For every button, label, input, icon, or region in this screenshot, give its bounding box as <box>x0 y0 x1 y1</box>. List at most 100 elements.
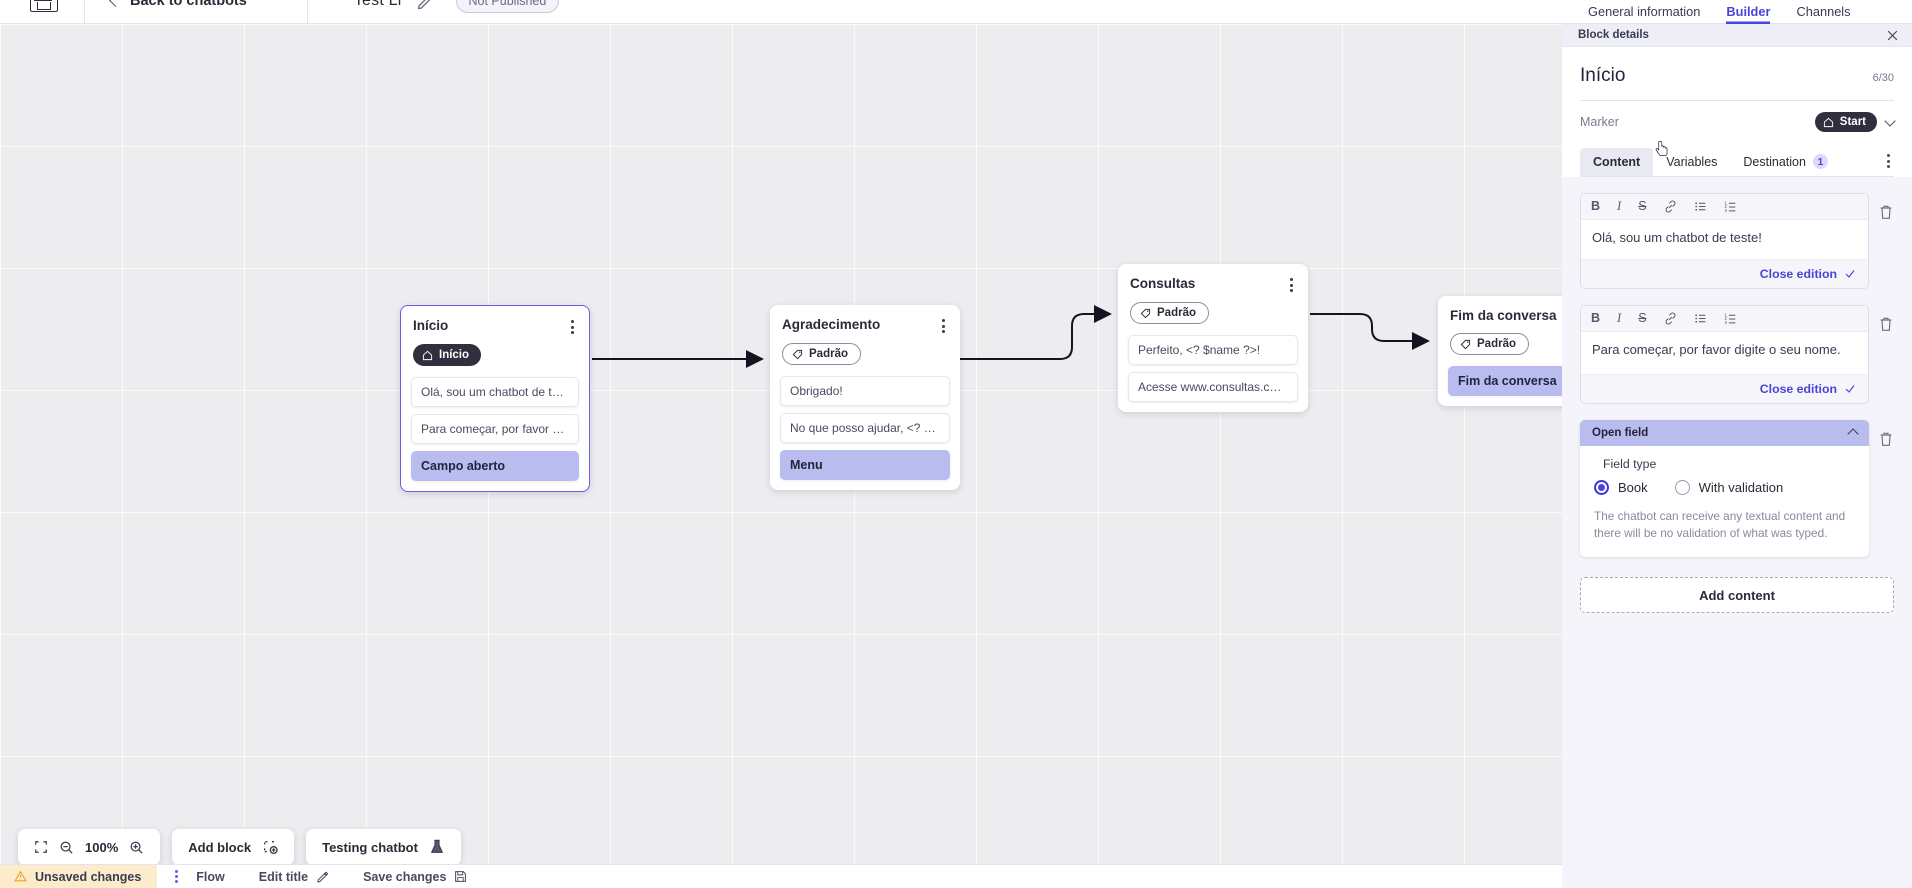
zoom-in-icon[interactable] <box>129 840 144 855</box>
flow-node-agradecimento[interactable]: Agradecimento Padrão Obrigado! No que po… <box>770 305 960 490</box>
kebab-menu-icon[interactable] <box>175 870 179 883</box>
tab-destination[interactable]: Destination 1 <box>1730 147 1841 176</box>
open-field-body: Field type Book With validation The chat… <box>1580 446 1869 557</box>
flow-node-inicio[interactable]: Início Início Olá, sou um chatbot de tes… <box>400 305 590 492</box>
numbered-list-icon[interactable]: 1 2 3 <box>1724 312 1737 325</box>
tab-variables[interactable]: Variables <box>1666 155 1718 169</box>
status-bar: Unsaved changes Flow Edit title Save cha… <box>0 864 1562 888</box>
check-icon <box>1845 384 1855 393</box>
flow-node-fim-da-conversa[interactable]: Fim da conversa Padrão Fim da conversa <box>1438 296 1562 406</box>
link-icon[interactable] <box>1664 200 1677 213</box>
kebab-menu-icon[interactable] <box>936 315 950 333</box>
node-tag-padrao: Padrão <box>1130 302 1209 324</box>
edit-title-button[interactable]: Edit title <box>259 870 329 884</box>
chevron-left-icon <box>109 0 122 7</box>
flow-node-consultas[interactable]: Consultas Padrão Perfeito, <? $name ?>! … <box>1118 264 1308 412</box>
content-editor-list: B I S 1 2 3 <box>1562 193 1912 558</box>
italic-button[interactable]: I <box>1617 311 1622 326</box>
editor-text[interactable]: Para começar, por favor digite o seu nom… <box>1592 341 1841 357</box>
tab-channels[interactable]: Channels <box>1796 4 1851 19</box>
bullet-list-icon[interactable] <box>1694 312 1707 325</box>
zoom-out-icon[interactable] <box>59 840 74 855</box>
bold-button[interactable]: B <box>1591 199 1601 214</box>
pencil-icon[interactable] <box>416 0 434 10</box>
node-tag-padrao: Padrão <box>1450 333 1529 355</box>
kebab-menu-icon[interactable] <box>565 316 579 334</box>
kebab-menu-icon[interactable] <box>1883 146 1894 176</box>
rich-text-editor[interactable]: B I S 1 2 3 <box>1580 193 1869 289</box>
add-block-button[interactable]: Add block <box>172 829 295 864</box>
marker-start-pill[interactable]: Start <box>1814 112 1877 132</box>
tag-icon <box>1460 339 1471 349</box>
canvas-toolbar: 100% Add block Testing chatbot <box>18 829 461 864</box>
node-message-highlighted[interactable]: Campo aberto <box>411 451 579 481</box>
fit-screen-icon[interactable] <box>34 840 48 854</box>
node-message[interactable]: No que posso ajudar, <? $name ... <box>780 413 950 443</box>
node-tag-inicio: Início <box>413 344 482 366</box>
editor-text[interactable]: Olá, sou um chatbot de teste! <box>1592 230 1762 245</box>
svg-text:3: 3 <box>1724 208 1727 213</box>
tab-builder[interactable]: Builder <box>1726 0 1770 24</box>
edit-title-label: Edit title <box>258 869 309 884</box>
open-field-header[interactable]: Open field <box>1580 419 1869 446</box>
bold-button[interactable]: B <box>1591 311 1601 326</box>
add-content-button[interactable]: Add content <box>1580 577 1894 614</box>
trash-icon[interactable] <box>1878 315 1894 333</box>
rich-text-editor[interactable]: B I S 1 2 3 <box>1580 304 1869 404</box>
home-icon <box>1823 117 1833 127</box>
add-block-icon <box>264 841 278 854</box>
testing-chatbot-button[interactable]: Testing chatbot <box>306 829 461 864</box>
zoom-level: 100% <box>85 839 119 855</box>
strikethrough-button[interactable]: S <box>1638 311 1647 326</box>
add-block-label: Add block <box>188 839 252 855</box>
close-edition-button[interactable]: Close edition <box>1759 381 1837 396</box>
back-to-chatbots-button[interactable]: Back to chatbots <box>109 0 247 9</box>
bullet-list-icon[interactable] <box>1694 200 1707 213</box>
panel-header: Block details <box>1562 24 1912 47</box>
flow-edges <box>592 305 1430 368</box>
radio-with-validation[interactable] <box>1674 479 1690 495</box>
editor-footer: Close edition <box>1581 373 1868 403</box>
tab-general-information[interactable]: General information <box>1588 4 1701 19</box>
close-edition-button[interactable]: Close edition <box>1759 266 1837 281</box>
svg-text:2: 2 <box>1724 204 1727 209</box>
svg-text:1: 1 <box>1724 200 1727 205</box>
node-message-highlighted[interactable]: Menu <box>780 450 950 480</box>
panel-body: Início 6/30 Marker Start Content <box>1562 47 1912 177</box>
node-message-highlighted[interactable]: Fim da conversa <box>1448 366 1562 396</box>
flow-button[interactable]: Flow <box>196 870 224 884</box>
chevron-down-icon[interactable] <box>1884 114 1896 127</box>
marker-control[interactable]: Start <box>1814 112 1896 132</box>
open-field-card[interactable]: Open field Field type Book With validati… <box>1580 419 1869 558</box>
node-message[interactable]: Perfeito, <? $name ?>! <box>1128 335 1298 365</box>
flow-canvas[interactable]: Início Início Olá, sou um chatbot de tes… <box>0 24 1562 864</box>
close-icon[interactable] <box>1886 29 1899 42</box>
node-message[interactable]: Olá, sou um chatbot de teste! <box>411 377 579 407</box>
trash-icon[interactable] <box>1878 203 1894 221</box>
save-changes-button[interactable]: Save changes <box>363 870 467 884</box>
node-message[interactable]: Obrigado! <box>780 376 950 406</box>
divider <box>84 0 85 24</box>
node-message[interactable]: Acesse www.consultas.com par... <box>1128 372 1298 402</box>
link-icon[interactable] <box>1664 312 1677 325</box>
destination-badge: 1 <box>1812 154 1828 169</box>
marker-label: Marker <box>1580 115 1619 129</box>
radio-book[interactable] <box>1594 479 1609 495</box>
tag-icon <box>792 349 803 359</box>
node-header: Fim da conversa <box>1448 306 1562 323</box>
strikethrough-button[interactable]: S <box>1638 199 1647 214</box>
tab-content[interactable]: Content <box>1580 148 1654 176</box>
trash-icon[interactable] <box>1878 430 1894 448</box>
publish-status-badge: Not Published <box>455 0 560 13</box>
chevron-up-icon[interactable] <box>1847 428 1859 440</box>
node-tag-label: Padrão <box>1157 307 1196 319</box>
kebab-menu-icon[interactable] <box>1284 274 1298 292</box>
content-tabs: Content Variables Destination 1 <box>1580 146 1894 176</box>
italic-button[interactable]: I <box>1617 199 1622 214</box>
numbered-list-icon[interactable]: 1 2 3 <box>1724 200 1737 213</box>
node-message[interactable]: Para começar, por favor digite o ... <box>411 414 579 444</box>
radio-book-label: Book <box>1618 479 1648 495</box>
save-changes-label: Save changes <box>363 869 447 884</box>
flask-icon <box>431 839 443 853</box>
flow-label: Flow <box>196 869 225 884</box>
